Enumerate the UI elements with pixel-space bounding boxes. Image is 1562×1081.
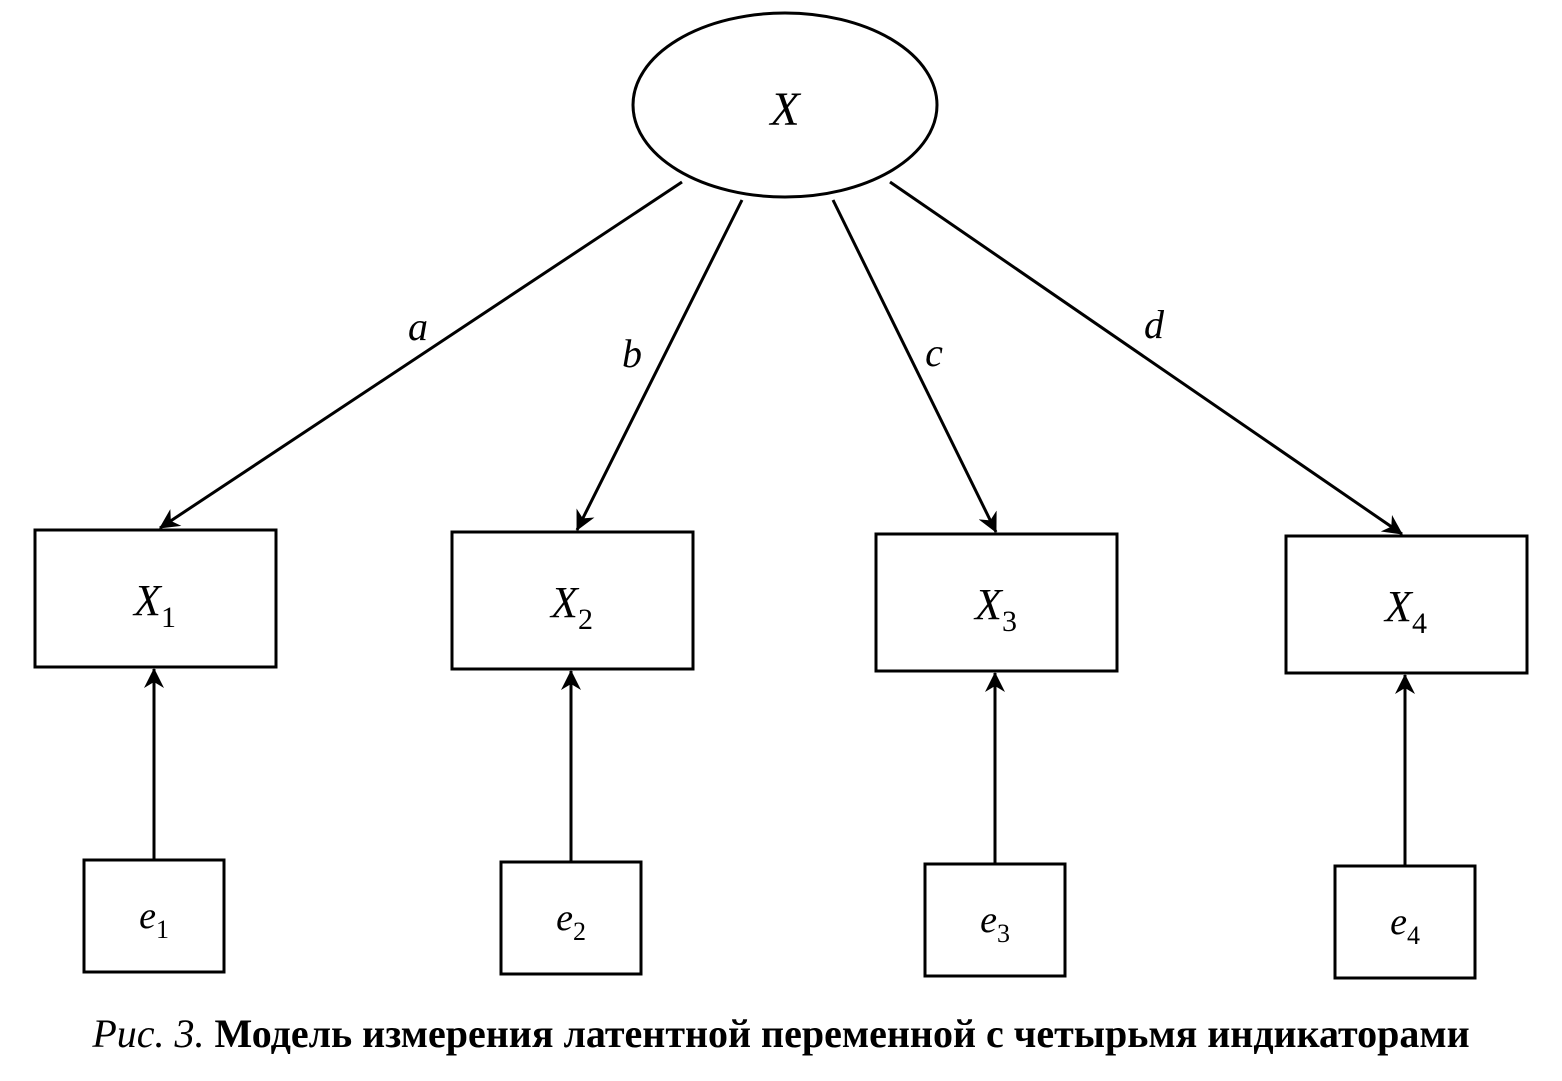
path-label-c: c: [925, 330, 943, 375]
path-label-d: d: [1144, 302, 1165, 347]
error-box-4: [1333, 864, 1477, 980]
error-label-3: e3: [980, 899, 1010, 948]
indicator-box-1: [33, 528, 278, 669]
path-arrow-a: [159, 180, 683, 530]
error-box-1: [82, 858, 226, 974]
error-box-2: [499, 860, 643, 976]
figure-caption-text: Модель измерения латентной переменной с …: [214, 1011, 1470, 1056]
error-box-3: [923, 862, 1067, 978]
indicator-label-2: X2: [549, 578, 593, 636]
error-label-4: e4: [1390, 901, 1420, 950]
figure-caption: Рис. 3. Модель измерения латентной перем…: [0, 1010, 1562, 1057]
indicator-box-2: [450, 530, 695, 671]
indicator-label-1: X1: [132, 576, 176, 634]
latent-variable-label: X: [768, 83, 801, 136]
path-arrow-c: [831, 199, 998, 533]
indicator-label-3: X3: [973, 580, 1017, 638]
latent-variable-node: [631, 11, 939, 199]
path-label-a: a: [408, 304, 428, 349]
path-arrow-b: [575, 199, 744, 531]
path-label-b: b: [622, 331, 642, 376]
indicator-box-3: [874, 532, 1119, 673]
measurement-model-diagram: X a b c d X1 X2 X3 X4 e1 e2 e3 e4: [33, 11, 1529, 980]
figure-caption-prefix: Рис. 3.: [92, 1011, 205, 1056]
indicator-box-4: [1284, 534, 1529, 675]
indicator-label-4: X4: [1383, 582, 1427, 640]
path-arrow-d: [889, 180, 1403, 536]
error-label-1: e1: [139, 895, 169, 944]
error-label-2: e2: [556, 897, 586, 946]
